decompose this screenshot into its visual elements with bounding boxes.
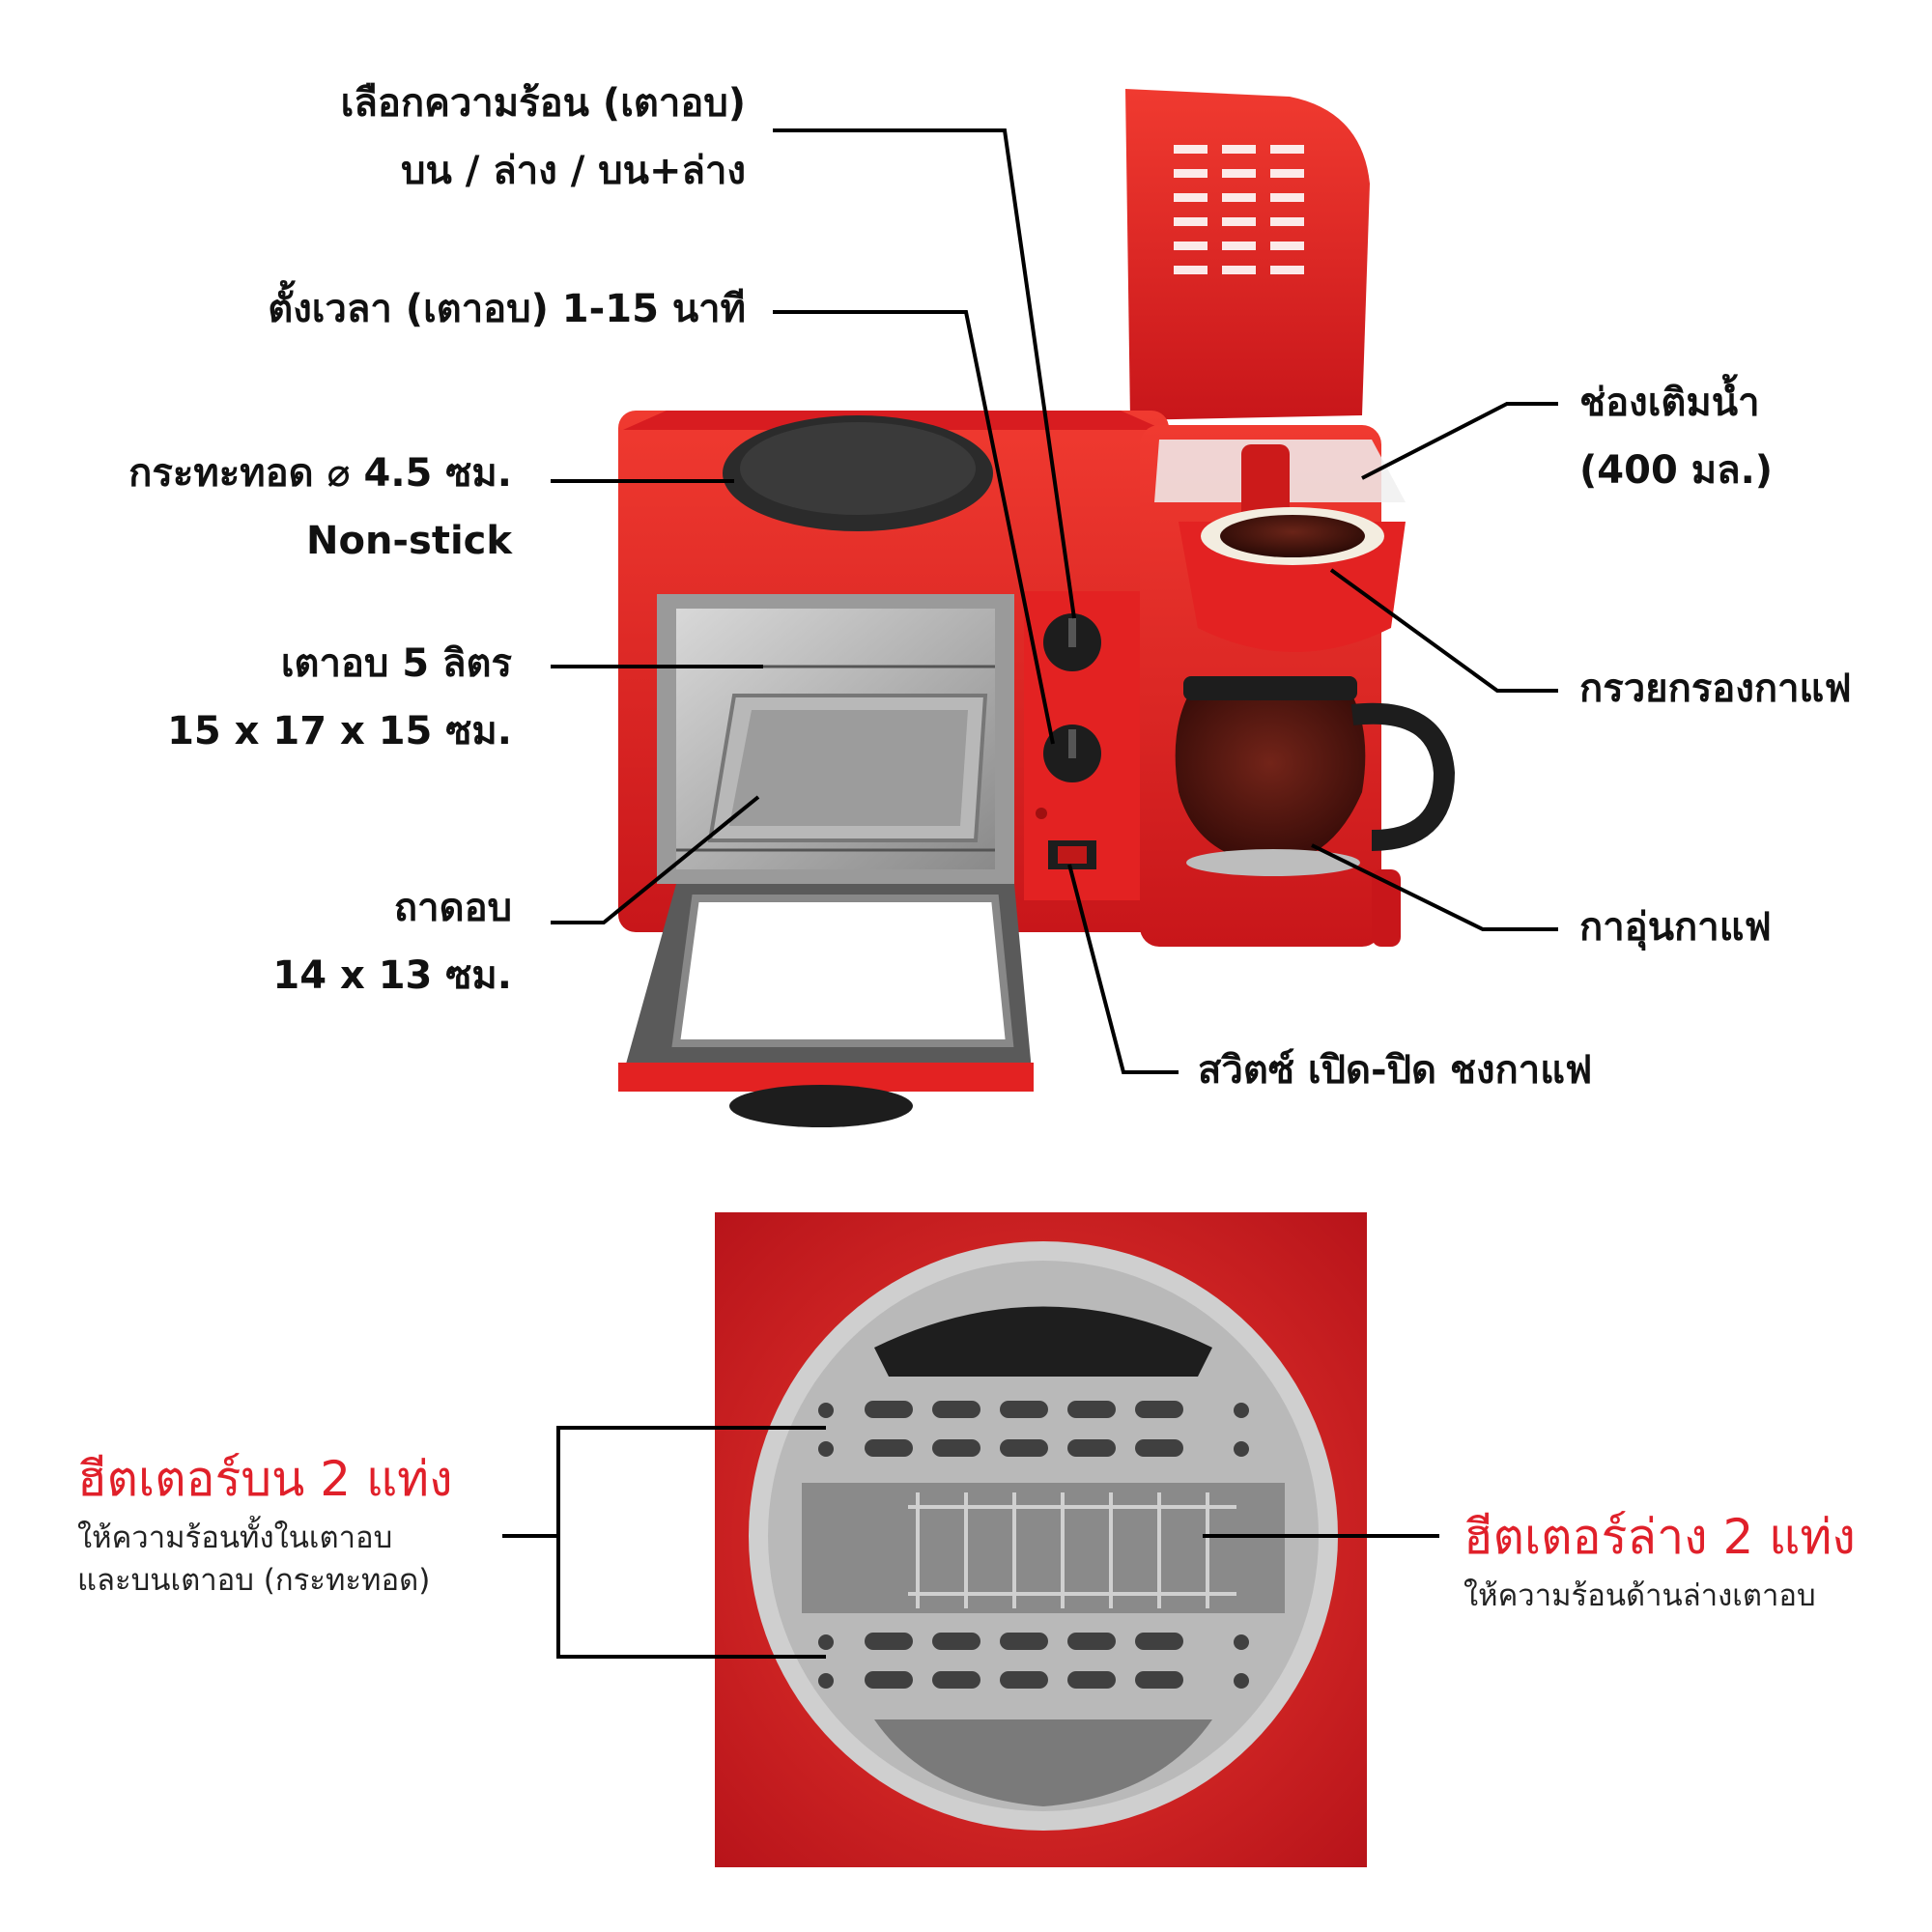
label-coffee-filter: กรวยกรองกาแฟ — [1579, 667, 1852, 711]
label-oven: เตาอบ 5 ลิตร 15 x 17 x 15 ซม. — [167, 639, 512, 755]
label-water-inlet-line2: (400 มล.) — [1579, 448, 1774, 493]
coffee-pot — [1175, 696, 1366, 865]
label-lower-heater-title: ฮีตเตอร์ล่าง 2 แท่ง — [1463, 1509, 1856, 1565]
leader-switch — [1067, 864, 1179, 1074]
oven-foot — [729, 1085, 913, 1127]
leader-pot — [1311, 843, 1558, 931]
label-tray: ถาดอบ 14 x 13 ซม. — [272, 884, 512, 1000]
label-upper-heater-title: ฮีตเตอร์บน 2 แท่ง — [77, 1451, 453, 1507]
leader-heat-selector — [773, 128, 1076, 619]
label-oven-line1: เตาอบ 5 ลิตร — [280, 641, 512, 686]
label-upper-heater: ฮีตเตอร์บน 2 แท่ง ให้ความร้อนทั้งในเตาอบ… — [77, 1449, 453, 1600]
label-frying-pan: กระทะทอด ⌀ 4.5 ซม. Non-stick — [128, 449, 512, 565]
label-upper-heater-desc1: ให้ความร้อนทั้งในเตาอบ — [77, 1520, 393, 1555]
indicator-light — [1036, 808, 1047, 819]
leader-lines — [551, 128, 1558, 1074]
coffee-pot-handle — [1350, 702, 1456, 851]
label-oven-line2: 15 x 17 x 15 ซม. — [167, 709, 512, 753]
label-tray-line2: 14 x 13 ซม. — [272, 953, 512, 998]
heater-closeup — [715, 1212, 1367, 1867]
label-lower-heater-desc: ให้ความร้อนด้านล่างเตาอบ — [1463, 1577, 1816, 1613]
label-heat-selector-line1: เลือกความร้อน (เตาอบ) — [340, 81, 746, 126]
leader-water — [1361, 402, 1558, 480]
label-tray-line1: ถาดอบ — [393, 886, 512, 930]
oven-interior-view — [802, 1483, 1285, 1613]
label-upper-heater-desc2: และบนเตาอบ (กระทะทอด) — [77, 1563, 431, 1599]
upper-heater-plate — [818, 1401, 1249, 1457]
label-timer: ตั้งเวลา (เตาอบ) 1-15 นาที — [268, 287, 746, 331]
leader-tray — [551, 795, 760, 924]
label-coffee-pot: กาอุ่นกาแฟ — [1579, 905, 1772, 950]
leader-upper-heater-bracket — [556, 1426, 826, 1659]
lower-heater-plate — [818, 1633, 1249, 1689]
label-heat-selector-line2: บน / ล่าง / บน+ล่าง — [401, 149, 746, 193]
label-coffee-switch: สวิตซ์ เปิด-ปิด ชงกาแฟ — [1198, 1048, 1593, 1093]
label-water-inlet-line1: ช่องเติมน้ำ — [1579, 381, 1760, 425]
interior-rack — [908, 1492, 1236, 1608]
label-lower-heater: ฮีตเตอร์ล่าง 2 แท่ง ให้ความร้อนด้านล่างเ… — [1463, 1507, 1856, 1614]
appliance-illustration — [618, 89, 1456, 1127]
lid-vents — [1174, 145, 1304, 274]
label-water-inlet: ช่องเติมน้ำ (400 มล.) — [1579, 379, 1773, 495]
water-tank-lid — [1125, 89, 1370, 420]
leader-filter — [1329, 568, 1558, 693]
label-frying-pan-line1: กระทะทอด ⌀ 4.5 ซม. — [128, 451, 512, 496]
label-frying-pan-line2: Non-stick — [306, 519, 512, 563]
leader-timer — [773, 310, 1055, 745]
label-heat-selector: เลือกความร้อน (เตาอบ) บน / ล่าง / บน+ล่า… — [341, 79, 746, 195]
